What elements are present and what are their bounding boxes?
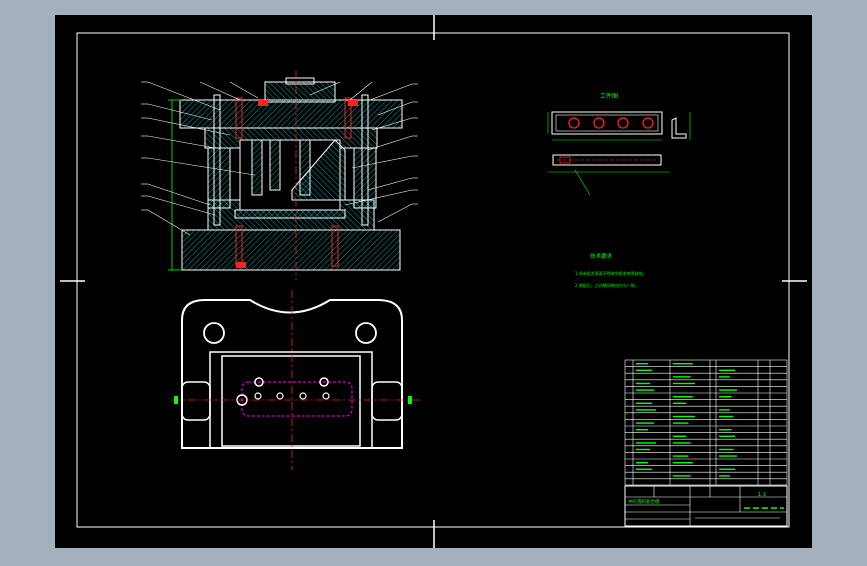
tech-req-title: 技术要求 <box>590 252 613 260</box>
parts-list-cell-text <box>673 415 695 418</box>
parts-list-cell-text <box>636 448 650 451</box>
tech-req-item-2: 2.装配后，凸凹模间隙应均匀一致。 <box>575 282 639 288</box>
parts-list-cell-text <box>636 462 648 464</box>
parts-list-cell-text <box>636 402 652 404</box>
parts-list-cell-text <box>673 455 689 457</box>
parts-list-cell-text <box>673 422 689 424</box>
parts-list-cell-text <box>719 415 734 418</box>
parts-list <box>624 359 788 486</box>
parts-list-cell-text <box>673 402 687 404</box>
parts-list-cell-text <box>719 409 730 411</box>
workpiece-drawing[interactable] <box>547 111 691 196</box>
title-block-scale: 1:1 <box>758 492 766 498</box>
technical-requirements: 技术要求 1.所有配合表面不得有划痕毛刺等缺陷。 2.装配后，凸凹模间隙应均匀一… <box>575 252 647 288</box>
parts-list-cell-text <box>636 369 652 371</box>
parts-list-cell-text <box>673 396 693 398</box>
parts-list-cell-text <box>636 409 656 411</box>
title-block-name: 冲孔落料复合模 <box>628 498 660 505</box>
parts-list-cell-text <box>673 382 695 385</box>
parts-list-cell-text <box>636 468 652 470</box>
parts-list-cell-text <box>636 363 648 365</box>
parts-list-cell-text <box>719 389 737 391</box>
workpiece-title: 工件图 <box>600 92 618 100</box>
parts-list-cell-text <box>673 442 691 444</box>
tech-req-item-1: 1.所有配合表面不得有划痕毛刺等缺陷。 <box>575 270 647 276</box>
parts-list-cell-text <box>719 448 734 451</box>
parts-list-cell-text <box>636 442 656 444</box>
parts-list-cell-text <box>719 376 730 378</box>
parts-list-cell-text <box>673 363 693 365</box>
drawing-sheet <box>55 15 812 548</box>
parts-list-cell-text <box>719 475 730 477</box>
title-block: 冲孔落料复合模 1:1 <box>624 485 788 527</box>
parts-list-cell-text <box>636 382 650 385</box>
parts-list-text <box>636 363 737 477</box>
parts-list-cell-text <box>673 376 691 378</box>
parts-list-cell-text <box>636 422 654 424</box>
parts-list-cell-text <box>673 462 693 464</box>
parts-list-cell-text <box>719 468 736 470</box>
die-section-view[interactable] <box>168 70 403 280</box>
die-plan-view[interactable] <box>172 290 420 470</box>
parts-list-cell-text <box>719 435 736 437</box>
parts-list-cell-text <box>719 429 732 431</box>
parts-list-cell-text <box>636 429 648 431</box>
parts-list-cell-text <box>673 435 687 437</box>
parts-list-cell-text <box>719 369 736 371</box>
parts-list-cell-text <box>673 475 691 477</box>
parts-list-cell-text <box>719 396 732 398</box>
parts-list-cell-text <box>636 389 654 391</box>
parts-list-cell-text <box>719 455 737 457</box>
part-leaders <box>141 81 418 236</box>
